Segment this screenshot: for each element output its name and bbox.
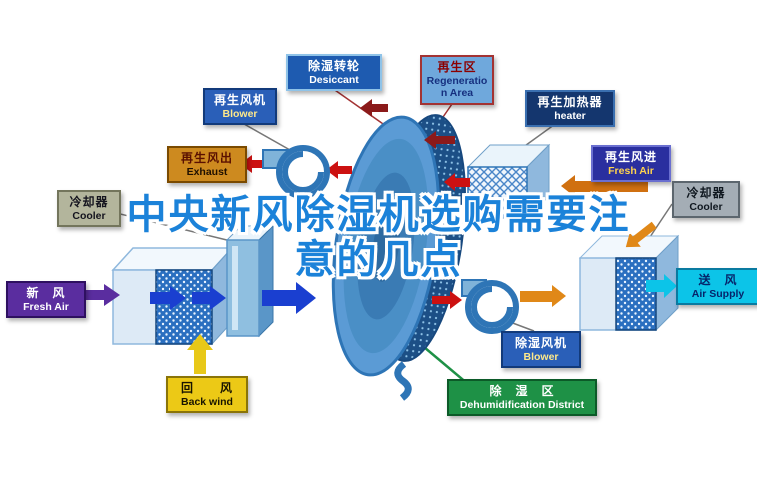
- label-exhaust: 再生风出 Exhaust: [167, 146, 247, 184]
- label-exhaust-zh: 再生风出: [180, 151, 233, 165]
- desiccant-rotor: [331, 114, 467, 401]
- dehumid-blower-fan: [461, 279, 519, 334]
- leader-dehumid-blower: [509, 321, 535, 332]
- cooler-tower: [225, 224, 275, 338]
- label-back-wind-en: Back wind: [181, 395, 233, 408]
- label-cooler-right-zh: 冷却器: [686, 186, 726, 200]
- label-dehumid-blower-zh: 除湿风机: [514, 336, 567, 350]
- label-desiccant: 除湿转轮 Desiccant: [286, 54, 382, 92]
- label-dehumid-district: 除 湿 区 Dehumidification District: [447, 379, 597, 417]
- label-back-wind: 回 风 Back wind: [166, 376, 248, 414]
- mixing-unit-box: [111, 246, 234, 346]
- label-dehumid-blower-en: Blower: [523, 350, 559, 363]
- arrow-regen-down: [424, 131, 455, 149]
- leader-dehumid-district: [417, 341, 469, 385]
- label-air-supply-zh: 送 风: [698, 273, 738, 287]
- label-desiccant-en: Desiccant: [309, 73, 359, 86]
- arrow-regen-top: [360, 99, 388, 117]
- label-dehumid-blower: 除湿风机 Blower: [501, 331, 581, 369]
- regen-blower-fan: [262, 145, 330, 199]
- label-cooler-right-en: Cooler: [689, 200, 723, 213]
- label-dehumid-district-zh: 除 湿 区: [489, 384, 555, 398]
- arrow-blower-to-cooler: [520, 285, 566, 307]
- label-regen-blower-zh: 再生风机: [213, 93, 266, 107]
- flow-arrows: [78, 99, 677, 374]
- label-cooler-left: 冷却器 Cooler: [57, 190, 121, 228]
- label-regen-blower-en: Blower: [222, 107, 258, 120]
- label-dehumid-district-en: Dehumidification District: [459, 398, 585, 411]
- label-air-supply-en: Air Supply: [691, 287, 745, 300]
- regen-heater-box: [466, 143, 551, 220]
- label-regeneration-area-zh: 再生区: [437, 60, 477, 74]
- label-fresh-air-zh: 新 风: [26, 286, 66, 300]
- label-desiccant-zh: 除湿转轮: [307, 59, 360, 73]
- leader-cooler-right: [647, 203, 673, 241]
- label-regen-heater: 再生加热器 heater: [525, 90, 615, 128]
- label-regen-fresh-air-en: Fresh Air: [608, 164, 654, 177]
- label-fresh-air-en: Fresh Air: [23, 300, 69, 313]
- label-exhaust-en: Exhaust: [186, 165, 228, 178]
- arrow-regen-air-in: [561, 175, 648, 197]
- arrow-process-2: [192, 286, 226, 310]
- label-cooler-left-en: Cooler: [72, 209, 106, 222]
- arrow-cooler-diagonal: [625, 221, 657, 248]
- leader-desiccant: [331, 87, 387, 127]
- arrow-process-1: [150, 286, 186, 310]
- arrow-supply-out: [646, 274, 677, 298]
- leader-cooler-left: [111, 211, 236, 243]
- label-air-supply: 送 风 Air Supply: [676, 268, 757, 306]
- arrow-exhaust-out: [240, 155, 272, 173]
- page-title: 中央新风除湿机选购需要注 意的几点: [0, 193, 757, 283]
- arrow-wheel-to-blower: [432, 291, 462, 309]
- arrow-wheel-to-regen-fan: [326, 161, 352, 179]
- label-cooler-right: 冷却器 Cooler: [672, 181, 740, 219]
- label-regen-blower: 再生风机 Blower: [203, 88, 277, 126]
- arrow-process-3: [262, 282, 316, 314]
- label-regen-heater-zh: 再生加热器: [537, 95, 603, 109]
- label-back-wind-zh: 回 风: [180, 381, 233, 395]
- label-regeneration-area-en: Regeneration Area: [426, 74, 488, 100]
- label-regen-fresh-air-zh: 再生风进: [604, 150, 657, 164]
- supply-cooler-box: [578, 234, 680, 332]
- label-fresh-air: 新 风 Fresh Air: [6, 281, 86, 319]
- arrow-fresh-air-in: [78, 284, 120, 306]
- label-cooler-left-zh: 冷却器: [69, 195, 109, 209]
- arrow-heater-to-wheel: [444, 173, 470, 191]
- arrow-return-air-up: [187, 334, 213, 374]
- rotor-bracket: [394, 361, 412, 401]
- label-regen-heater-en: heater: [554, 109, 586, 122]
- label-regeneration-area: 再生区 Regeneration Area: [420, 55, 494, 106]
- page-title-line1: 中央新风除湿机选购需要注: [126, 193, 631, 237]
- page-title-line2: 意的几点: [294, 237, 463, 282]
- label-regen-fresh-air: 再生风进 Fresh Air: [591, 145, 671, 183]
